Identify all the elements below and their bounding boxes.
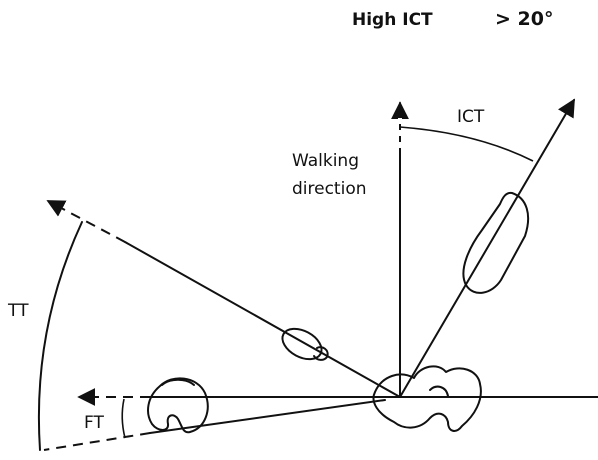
femoral-neck-axis-arrow xyxy=(399,98,575,398)
tibial-axis-dashed xyxy=(46,200,126,243)
tibial-axis-line xyxy=(124,241,401,398)
tt-angle-arc xyxy=(37,221,83,451)
lower-tibia-line xyxy=(149,399,386,434)
header-label: High ICT xyxy=(352,10,433,30)
bone-section-notch xyxy=(161,378,195,386)
bone-section-shape xyxy=(147,377,209,434)
pelvis-shape xyxy=(372,365,482,432)
ict-angle-arc xyxy=(399,126,534,162)
ft-label: FT xyxy=(84,413,104,433)
header-value: > 20° xyxy=(495,8,553,30)
ict-label: ICT xyxy=(457,107,485,127)
walking-label-line2: direction xyxy=(292,179,367,199)
femur-shape xyxy=(462,191,530,294)
pelvis-inner xyxy=(429,385,449,397)
tt-label: TT xyxy=(7,301,29,321)
ft-angle-arc xyxy=(121,398,126,439)
walking-label-line1: Walking xyxy=(292,151,359,171)
talus-shape xyxy=(281,327,323,361)
talus-tip xyxy=(313,346,329,361)
lower-tibia-dashed xyxy=(43,432,151,451)
